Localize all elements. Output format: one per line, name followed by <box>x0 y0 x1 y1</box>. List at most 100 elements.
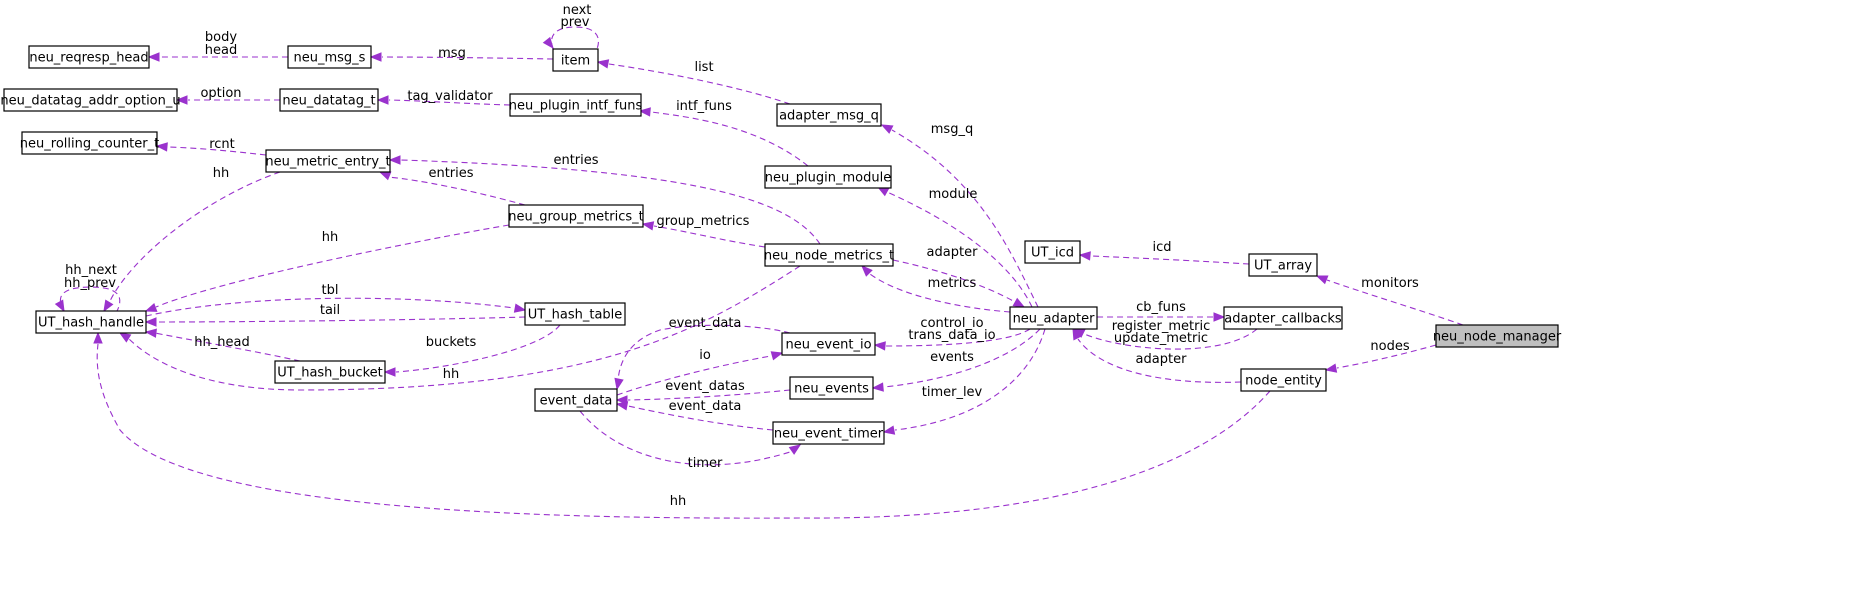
node-label: neu_datatag_t <box>282 94 375 109</box>
arrowhead-icon <box>770 351 784 361</box>
node-label: neu_event_timer <box>774 427 884 442</box>
node-UT_icd[interactable]: UT_icd <box>1024 240 1081 264</box>
edge-label: event_data <box>669 399 742 414</box>
arrowhead-icon <box>103 299 114 313</box>
node-neu_plugin_intf_funs[interactable]: neu_plugin_intf_funs <box>509 93 643 117</box>
node-box[interactable] <box>274 360 386 384</box>
arrowhead-icon <box>788 444 802 455</box>
node-adapter_callbacks[interactable]: adapter_callbacks <box>1223 306 1343 330</box>
node-box[interactable] <box>772 421 885 445</box>
edge-label: prev <box>560 15 589 30</box>
node-label: item <box>561 54 590 69</box>
node-box[interactable] <box>508 204 644 228</box>
node-box[interactable] <box>1248 253 1318 277</box>
edge-neu_adapter-to-adapter_msg_q <box>880 124 1039 308</box>
edge-label: msg <box>438 46 466 61</box>
node-neu_msg_s[interactable]: neu_msg_s <box>287 45 372 69</box>
node-label: UT_hash_bucket <box>277 366 382 381</box>
edge-line <box>109 171 281 302</box>
edge-label: hh <box>443 367 459 382</box>
edge-line <box>608 63 791 105</box>
node-box[interactable] <box>3 88 178 112</box>
node-box[interactable] <box>1009 306 1098 330</box>
node-box[interactable] <box>287 45 372 69</box>
edge-label: list <box>694 60 713 75</box>
edge-label: event_datas <box>665 379 745 394</box>
edge-neu_node_metrics_t-to-neu_adapter <box>892 259 1026 308</box>
node-neu_group_metrics_t[interactable]: neu_group_metrics_t <box>508 204 644 228</box>
node-neu_metric_entry_t[interactable]: neu_metric_entry_t <box>265 149 391 173</box>
edge-line <box>886 191 1033 308</box>
edge-adapter_msg_q-to-item <box>596 59 791 105</box>
arrowhead-icon <box>638 107 651 117</box>
node-UT_hash_table[interactable]: UT_hash_table <box>524 302 626 326</box>
edge-line <box>1090 255 1250 265</box>
node-box[interactable] <box>35 310 147 334</box>
arrowhead-icon <box>1078 251 1091 261</box>
node-neu_event_io[interactable]: neu_event_io <box>781 332 876 356</box>
node-neu_reqresp_head[interactable]: neu_reqresp_head <box>28 45 150 69</box>
edge-label: timer_lev <box>922 385 983 400</box>
node-UT_hash_handle[interactable]: UT_hash_handle <box>35 310 147 334</box>
node-box[interactable] <box>21 131 158 155</box>
edge-neu_adapter-to-adapter_callbacks <box>1097 312 1226 322</box>
arrowhead-icon <box>147 52 160 62</box>
edge-UT_hash_table-to-UT_hash_bucket <box>383 324 561 377</box>
node-box[interactable] <box>279 88 379 112</box>
node-adapter_msg_q[interactable]: adapter_msg_q <box>776 103 882 127</box>
node-box[interactable] <box>552 48 599 72</box>
edge-line <box>1081 328 1258 350</box>
node-neu_plugin_module[interactable]: neu_plugin_module <box>764 165 892 189</box>
node-neu_events[interactable]: neu_events <box>789 376 874 400</box>
node-box[interactable] <box>1435 324 1559 348</box>
edge-label: tail <box>320 303 340 318</box>
node-box[interactable] <box>1240 368 1327 392</box>
edge-line <box>145 297 515 317</box>
edge-line <box>400 159 821 245</box>
node-box[interactable] <box>1024 240 1081 264</box>
node-neu_datatag_addr_option_u[interactable]: neu_datatag_addr_option_u <box>0 88 181 112</box>
edge-label: adapter <box>1136 352 1188 367</box>
arrowhead-icon <box>93 331 103 344</box>
node-box[interactable] <box>265 149 391 173</box>
node-label: neu_rolling_counter_t <box>20 137 159 152</box>
node-label: neu_plugin_intf_funs <box>509 99 643 114</box>
edge-neu_adapter-to-neu_event_timer <box>882 328 1046 435</box>
edge-label: next <box>563 3 592 18</box>
node-box[interactable] <box>534 388 618 412</box>
node-UT_array[interactable]: UT_array <box>1248 253 1318 277</box>
node-box[interactable] <box>789 376 874 400</box>
edge-line <box>154 332 301 362</box>
node-box[interactable] <box>1223 306 1343 330</box>
node-box[interactable] <box>781 332 876 356</box>
node-item[interactable]: item <box>552 48 599 72</box>
node-neu_node_metrics_t[interactable]: neu_node_metrics_t <box>764 243 894 267</box>
arrowhead-icon <box>615 401 629 411</box>
node-event_data[interactable]: event_data <box>534 388 618 412</box>
edge-neu_adapter-to-neu_node_metrics_t <box>861 265 1011 313</box>
edge-UT_array-to-UT_icd <box>1078 251 1250 265</box>
node-box[interactable] <box>764 243 894 267</box>
edge-label: adapter <box>927 245 979 260</box>
node-box[interactable] <box>509 93 642 117</box>
node-neu_adapter[interactable]: neu_adapter <box>1009 306 1098 330</box>
node-UT_hash_bucket[interactable]: UT_hash_bucket <box>274 360 386 384</box>
edge-label: register_metric <box>1112 319 1211 334</box>
edge-label: rcnt <box>209 137 235 152</box>
edge-line <box>59 286 121 312</box>
node-box[interactable] <box>764 165 892 189</box>
edge-label: head <box>205 43 237 58</box>
node-box[interactable] <box>524 302 626 326</box>
node-box[interactable] <box>776 103 882 127</box>
node-label: neu_adapter <box>1013 312 1096 327</box>
node-neu_event_timer[interactable]: neu_event_timer <box>772 421 885 445</box>
node-neu_datatag_t[interactable]: neu_datatag_t <box>279 88 379 112</box>
node-node_entity[interactable]: node_entity <box>1240 368 1327 392</box>
node-box[interactable] <box>28 45 150 69</box>
node-neu_node_manager[interactable]: neu_node_manager <box>1433 324 1562 348</box>
node-label: event_data <box>540 394 613 409</box>
node-neu_rolling_counter_t[interactable]: neu_rolling_counter_t <box>20 131 159 155</box>
edge-label: icd <box>1152 240 1171 255</box>
edge-label: hh <box>670 494 686 509</box>
